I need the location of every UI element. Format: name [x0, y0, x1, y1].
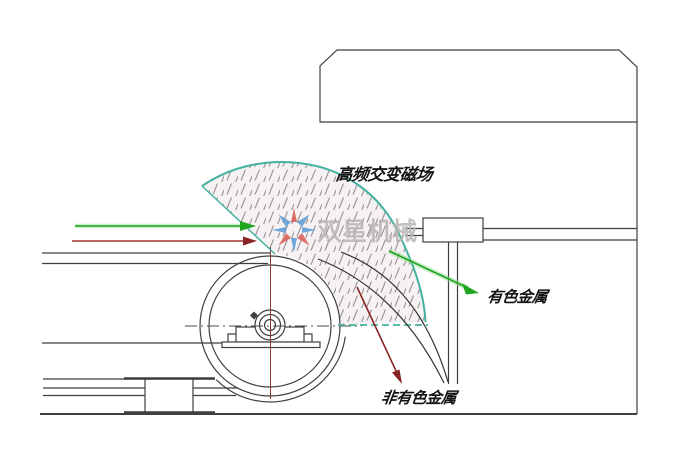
sector-left-edge: [201, 185, 276, 255]
magnetic-field-sector: [202, 161, 426, 325]
logo-blade-sw: [278, 233, 291, 246]
machine-frame: [40, 49, 638, 415]
label-nonferrous-metal: 有色金属: [485, 289, 549, 306]
brand-watermark-text: 双星机械: [317, 218, 418, 246]
trajectory-curve-inner: [317, 258, 445, 384]
feed-arrow-green-head: [240, 221, 256, 231]
logo-blade-nw: [278, 214, 291, 227]
non-nonferrous-arrow-head: [392, 369, 402, 384]
nonferrous-arrow-icon: [387, 248, 479, 295]
support-leg: [144, 379, 194, 413]
brand-star-icon: [272, 208, 316, 252]
sector-border: [201, 161, 428, 326]
non-nonferrous-arrow-shaft: [356, 286, 398, 374]
trajectory-curve-outer: [340, 251, 449, 383]
belt-top-lines: [42, 252, 270, 265]
nonferrous-arrow-shaft: [388, 250, 469, 289]
grease-nipple: [250, 311, 258, 320]
logo-blade-s: [291, 238, 297, 252]
label-non-nonferrous-metal: 非有色金属: [379, 390, 458, 407]
non-nonferrous-arrow-icon: [356, 286, 402, 384]
logo-blade-w: [272, 227, 286, 233]
belt-return-arc: [215, 336, 346, 403]
feed-arrow-red-head: [243, 236, 257, 246]
logo-blade-n: [291, 208, 297, 222]
nonferrous-arrow-head: [462, 283, 479, 295]
feed-arrow-red-icon: [72, 236, 257, 246]
conveyor-frame: [42, 252, 346, 414]
sector-outer-arc: [201, 161, 427, 323]
logo-blade-se: [297, 233, 310, 246]
divider-plate: [447, 242, 459, 384]
label-magnetic-field: 高频交变磁场: [334, 166, 434, 184]
feed-arrow-green-icon: [75, 221, 256, 231]
top-hopper-box: [319, 49, 638, 123]
bearing-pedestal-steps: [227, 333, 313, 342]
magnetic-drum: [185, 247, 362, 399]
logo-blade-ne: [297, 214, 310, 227]
sector-hatch-fill: [202, 161, 426, 325]
hanger-bracket: [422, 217, 484, 243]
trajectory-splitter-curves: [317, 251, 449, 384]
logo-blade-e: [302, 227, 316, 233]
